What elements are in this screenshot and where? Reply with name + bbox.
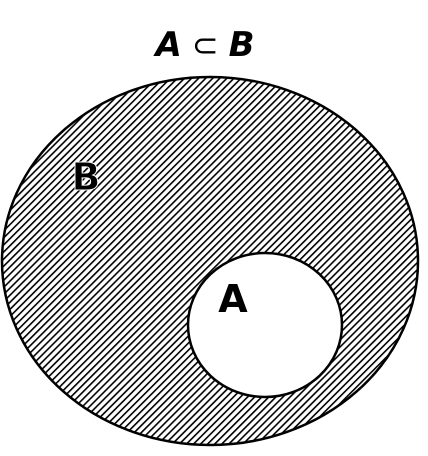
title-left-set: A xyxy=(152,25,181,65)
set-b-ellipse xyxy=(0,75,420,447)
diagram-title: A ⊂ B xyxy=(152,25,254,65)
title-right-set: B xyxy=(229,25,255,65)
title-subset-symbol: ⊂ xyxy=(192,26,219,64)
set-b-label: B xyxy=(72,155,101,199)
set-a-label: A xyxy=(218,277,248,321)
set-a-ellipse xyxy=(186,251,344,399)
